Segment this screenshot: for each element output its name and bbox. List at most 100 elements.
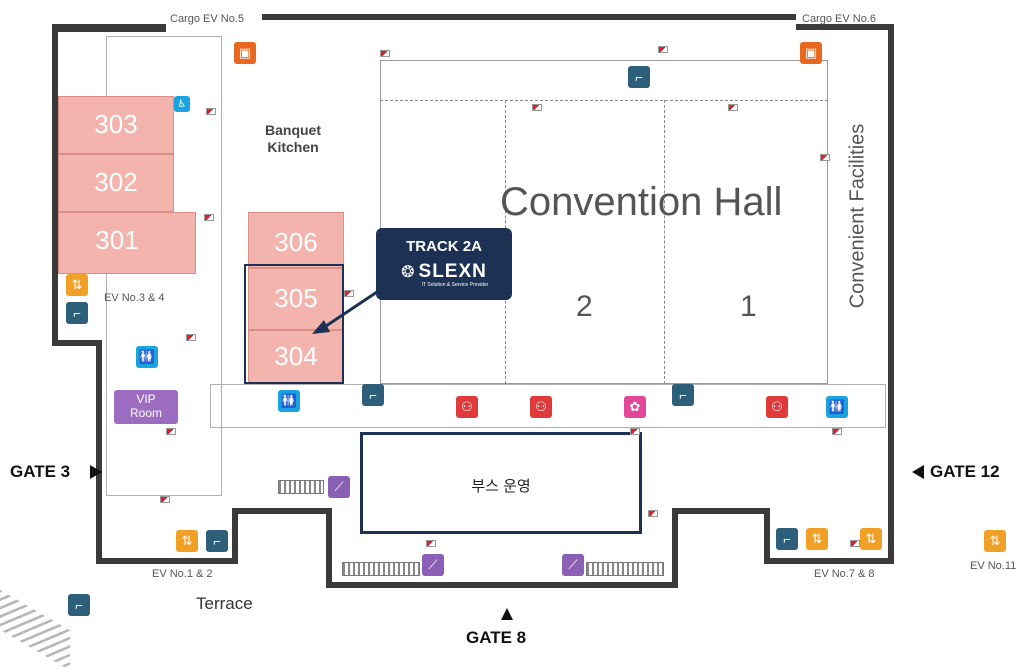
escalator-south-right	[586, 562, 664, 576]
flag-icon	[850, 540, 860, 547]
outer-wall-bottom-center-left	[326, 508, 332, 588]
track-highlight-box	[244, 264, 344, 384]
terrace-label: Terrace	[196, 594, 253, 613]
flag-icon	[344, 290, 354, 297]
banquet-kitchen-label: Banquet Kitchen	[252, 122, 334, 156]
service-2-icon: ⚇	[530, 396, 552, 418]
slexn-tagline: IT Solution & Service Provider	[421, 282, 489, 288]
elevator-7-8-icon: ⇅	[806, 528, 828, 550]
booth-label: 부스 운영	[471, 478, 531, 495]
gate-12-label: GATE 12	[930, 462, 1000, 481]
flag-icon	[206, 108, 216, 115]
gate-8-arrow-icon	[501, 608, 513, 620]
stairs-corridor-2-icon: ⌐	[672, 384, 694, 406]
restroom-west-icon: 🚻	[136, 346, 158, 368]
booth-area[interactable]: 부스 운영	[360, 432, 642, 534]
room-301-label: 301	[95, 225, 139, 255]
slexn-logo-text: SLEXN	[418, 261, 487, 282]
escalator-south-left	[342, 562, 420, 576]
vip-label: VIP	[136, 392, 156, 406]
stairs-se-icon: ⌐	[776, 528, 798, 550]
ev-11-label: EV No.11	[970, 560, 1017, 572]
stairs-sw-icon: ⌐	[206, 530, 228, 552]
outer-wall-br-step	[672, 508, 768, 514]
room-label: Room	[129, 406, 162, 420]
service-3-icon: ⚇	[766, 396, 788, 418]
flag-icon	[166, 428, 176, 435]
kitchen-label: Kitchen	[267, 139, 319, 155]
service-1-icon: ⚇	[456, 396, 478, 418]
settings-flower-icon: ✿	[624, 396, 646, 418]
outer-wall-bottom-right	[764, 558, 894, 564]
gate-8-label: GATE 8	[466, 628, 527, 647]
convention-hall-title: Convention Hall	[500, 180, 783, 224]
room-306[interactable]: 306	[248, 212, 344, 268]
slexn-swirl-icon: ❂	[401, 264, 415, 281]
escalator-1-icon: ⟋	[328, 476, 350, 498]
outer-wall-left	[52, 24, 58, 346]
flag-icon	[658, 46, 668, 53]
room-305-label: 305	[274, 283, 318, 313]
outer-wall-top-right	[796, 24, 890, 30]
convention-hall-outline	[380, 60, 828, 384]
room-305[interactable]: 305	[248, 268, 344, 330]
room-302-label: 302	[94, 167, 138, 197]
elevator-11-icon: ⇅	[984, 530, 1006, 552]
flag-icon	[532, 104, 542, 111]
outer-wall-bottom-left	[96, 558, 234, 564]
cargo-elevator-5-icon: ▣	[234, 42, 256, 64]
gate-3-label: GATE 3	[10, 462, 71, 481]
gate-3-arrow-icon	[90, 465, 102, 479]
hall-divider-2	[664, 100, 665, 384]
hall-1-label: 1	[740, 290, 757, 323]
lower-corridor	[210, 384, 886, 428]
wheelchair-icon: ♿	[174, 96, 190, 112]
hall-2-label: 2	[576, 290, 593, 323]
flag-icon	[380, 50, 390, 57]
outer-wall-left-lower	[96, 340, 102, 562]
outer-wall-bl-up	[232, 508, 238, 564]
outer-wall-top-mid	[262, 14, 796, 20]
ev-3-4-label: EV No.3 & 4	[104, 292, 165, 304]
elevator-3-4-icon: ⇅	[66, 274, 88, 296]
escalator-2-icon: ⟋	[422, 554, 444, 576]
flag-icon	[204, 214, 214, 221]
flag-icon	[832, 428, 842, 435]
escalator-3-icon: ⟋	[562, 554, 584, 576]
slexn-logo: ❂ SLEXN	[376, 261, 512, 283]
ev-7-8-label: EV No.7 & 8	[814, 568, 875, 580]
restroom-corridor-2-icon: 🚻	[826, 396, 848, 418]
stairs-terrace-icon: ⌐	[68, 594, 90, 616]
room-302[interactable]: 302	[58, 154, 174, 212]
cargo-elevator-6-icon: ▣	[800, 42, 822, 64]
outer-wall-bottom-center-right	[672, 508, 678, 588]
hall-top-line	[380, 100, 828, 101]
flag-icon	[820, 154, 830, 161]
stairs-west-icon: ⌐	[66, 302, 88, 324]
stairs-icon: ⌐	[628, 66, 650, 88]
stairs-corridor-1-icon: ⌐	[362, 384, 384, 406]
room-304-label: 304	[274, 341, 318, 371]
vip-room[interactable]: VIP Room	[114, 390, 178, 424]
flag-icon	[160, 496, 170, 503]
room-303[interactable]: 303	[58, 96, 174, 154]
outer-wall-left-step	[52, 340, 100, 346]
cargo-ev6-label: Cargo EV No.6	[802, 13, 876, 25]
outer-wall-right	[888, 24, 894, 564]
room-303-label: 303	[94, 109, 138, 139]
gate-12-arrow-icon	[912, 465, 924, 479]
ev-1-2-label: EV No.1 & 2	[152, 568, 213, 580]
flag-icon	[426, 540, 436, 547]
room-301[interactable]: 301	[58, 212, 196, 274]
restroom-corridor-1-icon: 🚻	[278, 390, 300, 412]
flag-icon	[186, 334, 196, 341]
room-306-label: 306	[274, 227, 318, 257]
flag-icon	[728, 104, 738, 111]
track-title: TRACK 2A	[406, 238, 482, 255]
escalator-west	[278, 480, 324, 494]
track-2a-badge[interactable]: TRACK 2A ❂ SLEXN IT Solution & Service P…	[376, 228, 512, 300]
outer-wall-bottom-center	[326, 582, 678, 588]
outer-wall-bl-step	[232, 508, 330, 514]
outer-wall-br-up	[764, 508, 770, 564]
